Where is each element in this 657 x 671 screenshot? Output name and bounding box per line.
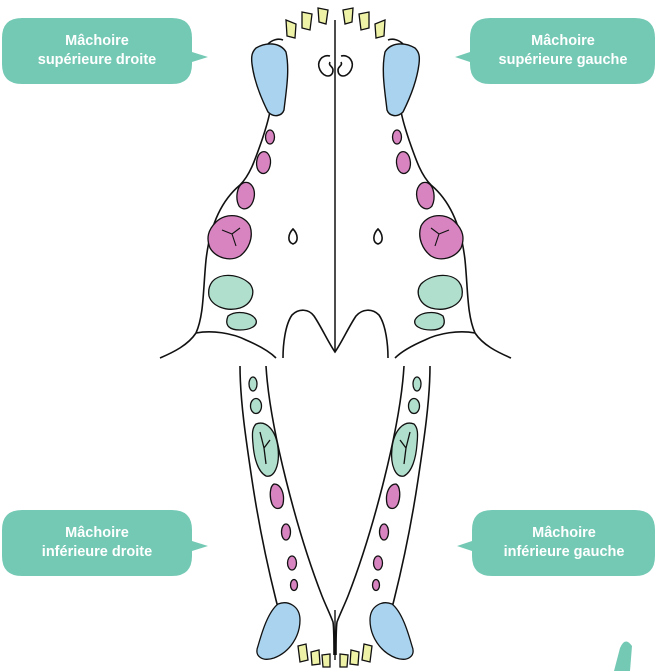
label-upper-left: Mâchoire supérieure gauche <box>455 18 655 84</box>
incisor-tooth <box>302 12 312 30</box>
premolar-tooth <box>291 580 298 591</box>
premolar-tooth <box>374 556 383 570</box>
upper-right-premolars <box>208 130 275 259</box>
speech-bubble <box>2 510 208 576</box>
lower-right-teeth <box>249 377 300 659</box>
upper-left-molars <box>415 275 463 330</box>
molar-tooth <box>227 313 257 330</box>
label-upper-right-line2: supérieure droite <box>38 52 156 68</box>
molar-tooth <box>209 275 253 309</box>
incisor-tooth <box>359 12 369 30</box>
premolar-tooth <box>237 182 254 208</box>
nostril-right <box>319 56 333 76</box>
premolar-tooth <box>288 556 297 570</box>
upper-left-canine <box>383 44 419 116</box>
speech-bubble <box>455 18 655 84</box>
speech-bubble <box>457 510 655 576</box>
nostril-left <box>338 56 352 76</box>
lower-jaw <box>240 366 430 667</box>
upper-right-canine <box>252 44 288 116</box>
premolar-tooth <box>373 580 380 591</box>
premolar-tooth <box>282 524 291 540</box>
upper-left-premolars <box>393 130 464 259</box>
incisor-tooth <box>343 8 353 24</box>
premolar-tooth <box>393 130 402 144</box>
molar-tooth <box>413 377 421 391</box>
incisor-tooth <box>340 654 348 667</box>
molar-tooth <box>418 275 462 309</box>
incisor-tooth <box>298 644 308 662</box>
incisor-tooth <box>322 654 330 667</box>
label-upper-left-line2: supérieure gauche <box>499 52 628 68</box>
premolar-tooth <box>266 130 275 144</box>
speech-bubble <box>2 18 208 84</box>
premolar-tooth <box>386 484 399 509</box>
upper-right-molars <box>209 275 257 330</box>
incisor-tooth <box>318 8 328 24</box>
palatine-hole-right <box>289 229 297 244</box>
premolar-tooth <box>417 182 434 208</box>
incisor-tooth <box>311 650 320 665</box>
molar-tooth <box>249 377 257 391</box>
premolar-tooth <box>396 152 410 174</box>
label-lower-right-line2: inférieure droite <box>42 544 152 560</box>
incisor-tooth <box>375 20 385 38</box>
lower-left-canine <box>370 603 413 659</box>
label-lower-left-line1: Mâchoire <box>532 525 596 541</box>
incisor-tooth <box>350 650 359 665</box>
palatine-hole-left <box>374 229 382 244</box>
label-lower-right-line1: Mâchoire <box>65 525 129 541</box>
label-upper-right-line1: Mâchoire <box>65 33 129 49</box>
molar-tooth <box>415 313 445 330</box>
decorative-mark <box>614 641 632 671</box>
molar-tooth <box>251 399 262 414</box>
upper-jaw <box>160 8 511 358</box>
label-lower-left-line2: inférieure gauche <box>504 544 625 560</box>
premolar-tooth <box>270 484 283 509</box>
incisor-tooth <box>286 20 296 38</box>
molar-tooth <box>409 399 420 414</box>
premolar-tooth <box>257 152 271 174</box>
lower-right-canine <box>257 603 300 659</box>
label-lower-right: Mâchoire inférieure droite <box>2 510 208 576</box>
label-lower-left: Mâchoire inférieure gauche <box>457 510 655 576</box>
premolar-tooth <box>380 524 389 540</box>
lower-left-teeth <box>370 377 421 659</box>
incisor-tooth <box>362 644 372 662</box>
label-upper-right: Mâchoire supérieure droite <box>2 18 208 84</box>
label-upper-left-line1: Mâchoire <box>531 33 595 49</box>
